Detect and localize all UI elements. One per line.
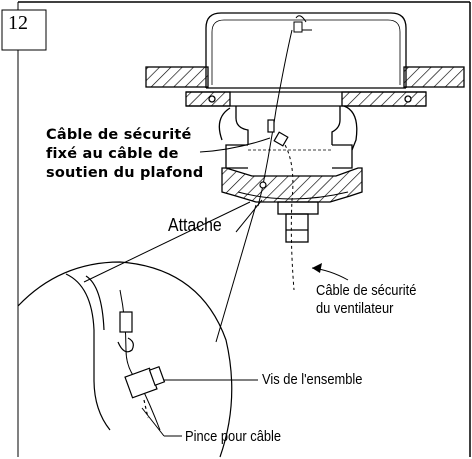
cable-clamp-main <box>259 119 289 189</box>
leader-lines <box>83 137 349 437</box>
label-fan-safety-cable: Câble de sécurité du ventilateur <box>316 282 416 318</box>
canopy <box>218 105 358 169</box>
figure-border <box>17 1 471 457</box>
mounting-bracket <box>185 91 427 107</box>
label-line: fixé au câble de <box>46 146 179 162</box>
label-cable-clamp: Pince pour câble <box>185 428 282 445</box>
fan-safety-cable-dashed <box>281 139 295 291</box>
label-line: soutien du plafond <box>46 165 204 181</box>
label-safety-cable-ceiling: Câble de sécurité fixé au câble de souti… <box>46 126 203 183</box>
canopy-base <box>221 167 363 203</box>
ceiling-joists <box>145 66 465 88</box>
safety-cable <box>257 15 312 207</box>
step-number: 12 <box>8 12 28 34</box>
label-line: du ventilateur <box>316 300 394 317</box>
label-line: Câble de sécurité <box>316 282 417 299</box>
junction-box <box>205 12 407 89</box>
label-assembly-screw: Vis de l'ensemble <box>262 371 363 388</box>
label-line: Câble de sécurité <box>46 127 192 143</box>
label-attache: Attache <box>168 215 222 235</box>
downrod <box>277 201 319 243</box>
step-number-box <box>1 9 47 51</box>
arrowhead <box>312 263 322 273</box>
detail-magnifier <box>17 261 233 458</box>
